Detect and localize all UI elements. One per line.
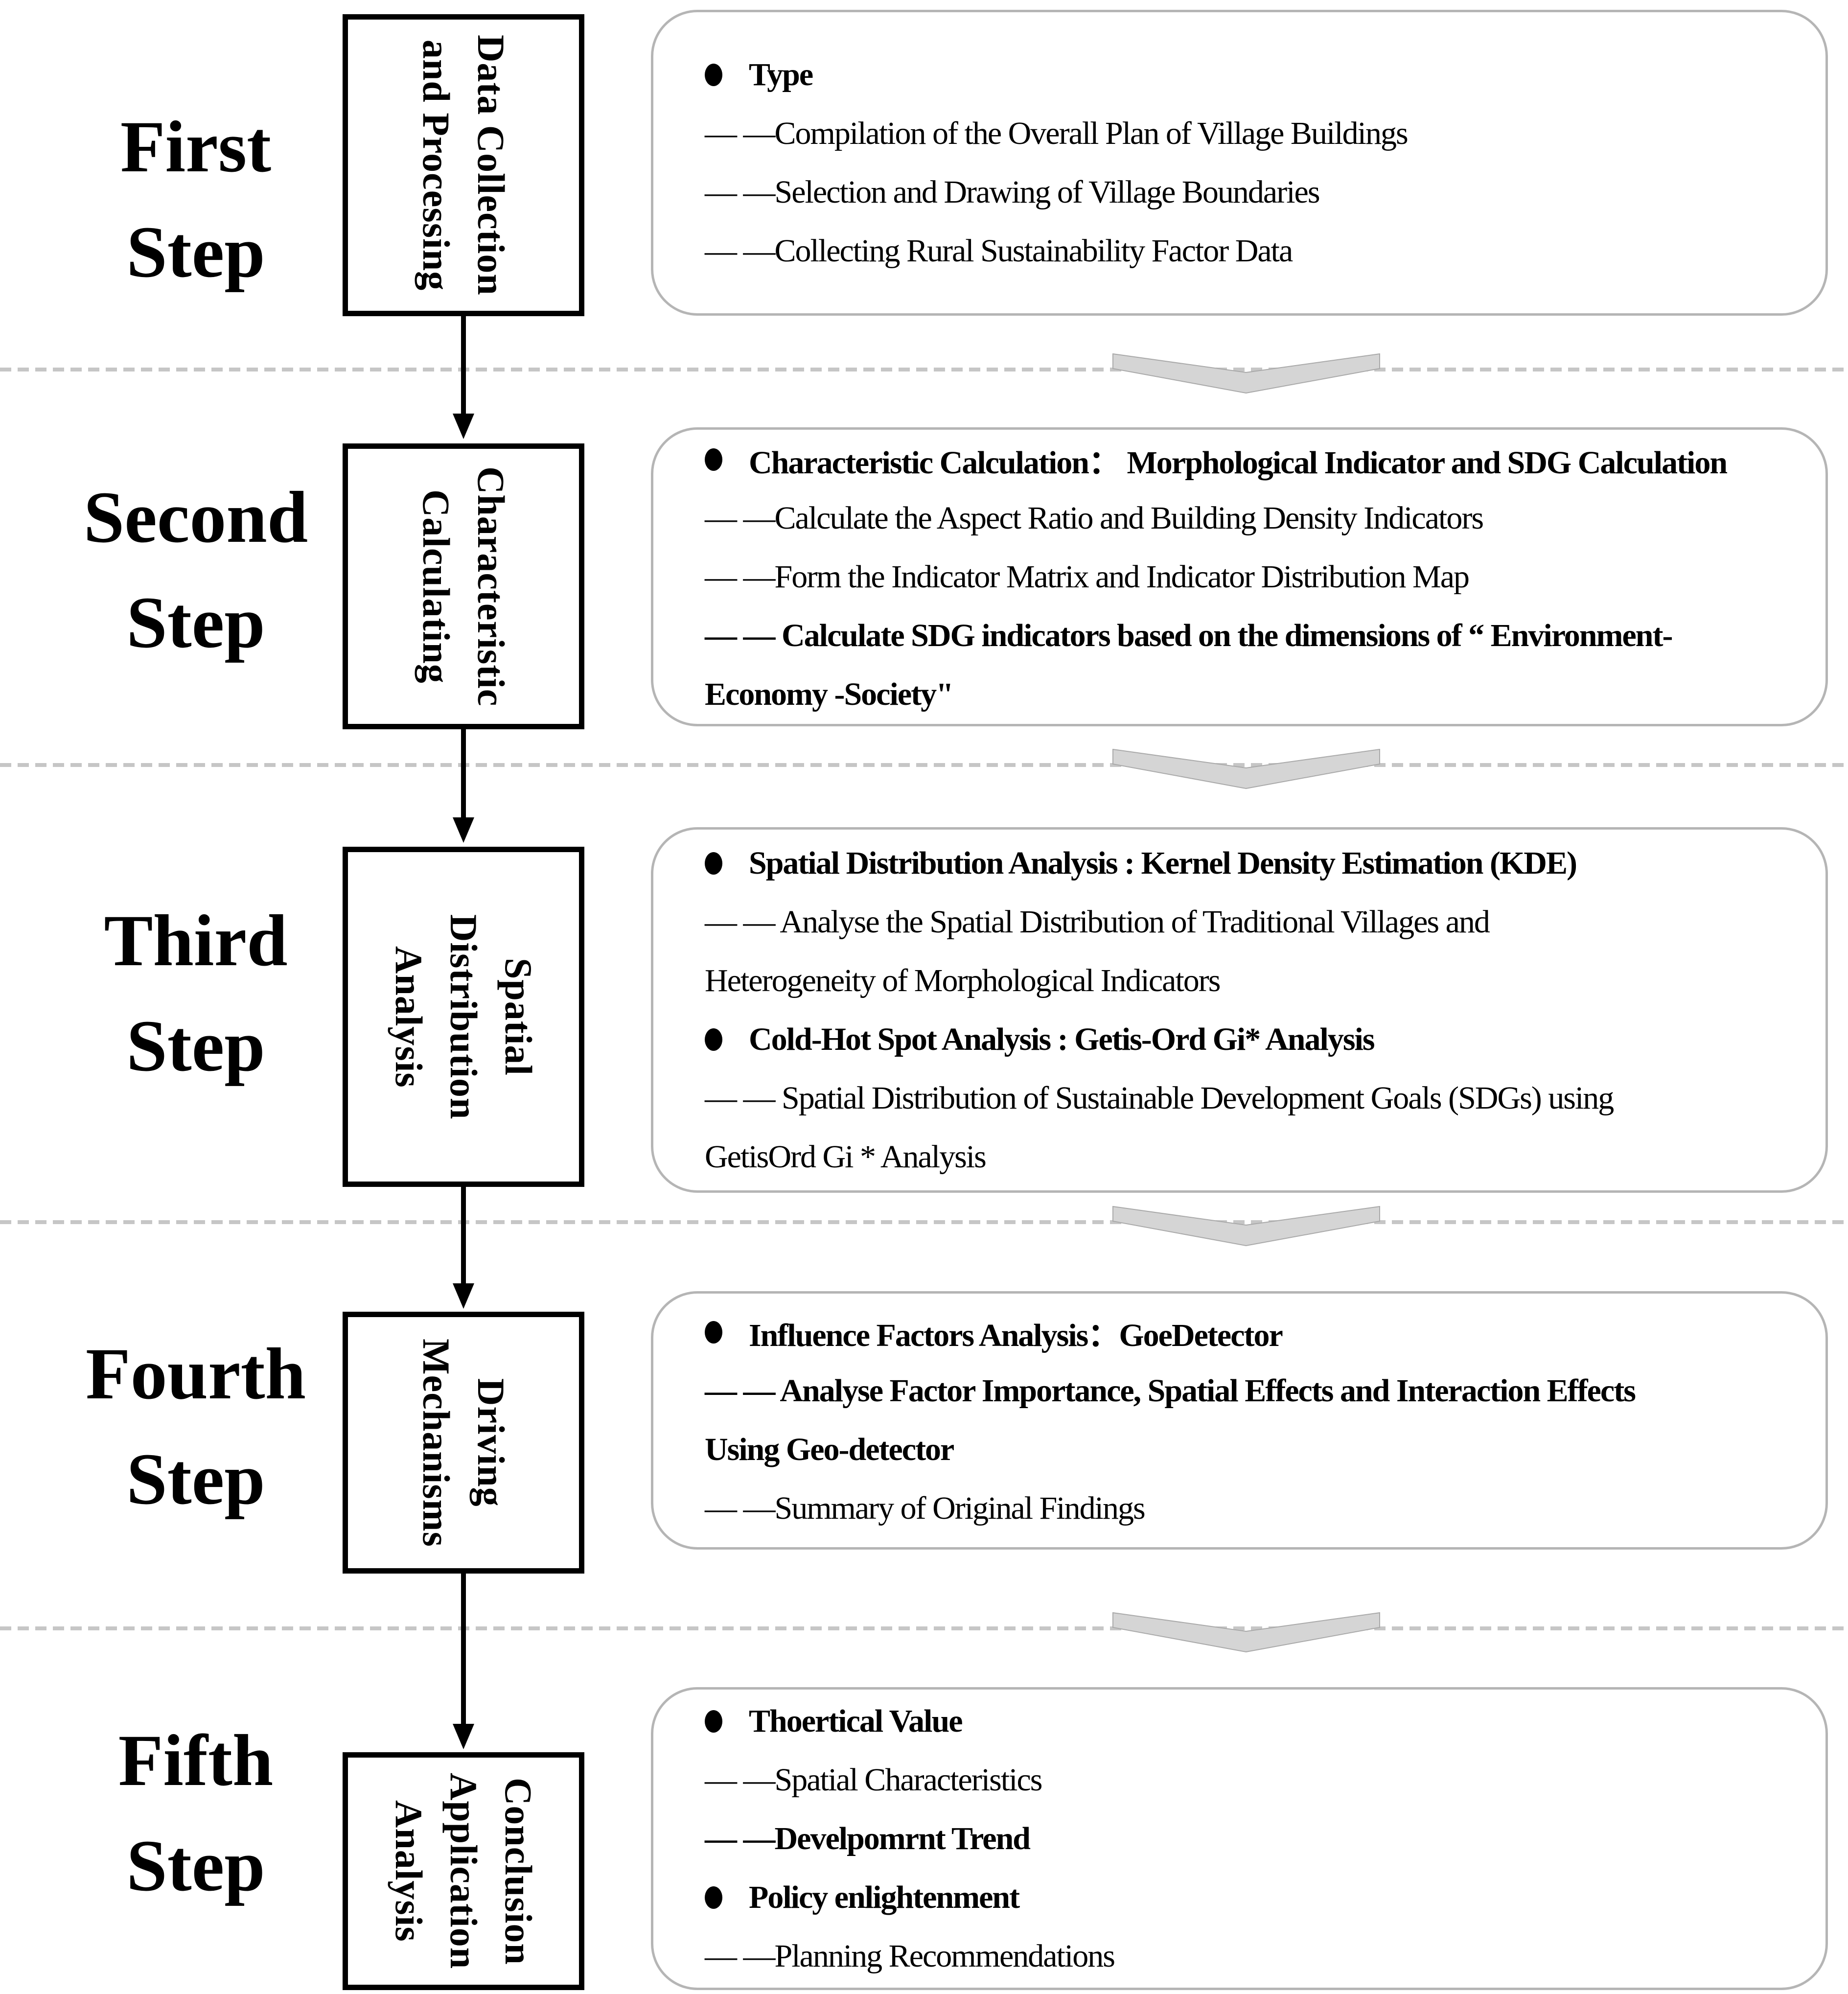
section-divider (0, 1626, 1848, 1630)
panel-line: — —Spatial Characteristics (705, 1762, 1042, 1798)
panel-line: Spatial Distribution Analysis : Kernel D… (705, 834, 1813, 893)
step-box-label: Conclusion Application Analysis (388, 1773, 540, 1970)
arrow-down-icon (453, 414, 474, 439)
flow-connector (461, 1187, 466, 1288)
detail-panel-step1: Type — —Compilation of the Overall Plan … (651, 10, 1828, 316)
panel-line: — —Form the Indicator Matrix and Indicat… (705, 558, 1470, 595)
step-box-driving-mechanisms: Driving Mechanisms (343, 1312, 584, 1574)
panel-line: — —Selection and Drawing of Village Boun… (705, 174, 1320, 210)
step-label-first: First Step (120, 106, 272, 293)
bullet-icon (705, 448, 722, 471)
panel-line: — —Collecting Rural Sustainability Facto… (705, 232, 1293, 269)
step-label-fifth: Fifth Step (118, 1720, 274, 1906)
panel-line: — — Analyse the Spatial Distribution of … (705, 904, 1490, 940)
step-label-second: Second Step (83, 477, 308, 663)
panel-line: — —Compilation of the Overall Plan of Vi… (705, 115, 1409, 151)
arrow-down-icon (453, 1724, 474, 1749)
panel-line: Using Geo-detector (705, 1432, 954, 1467)
arrow-down-icon (453, 817, 474, 843)
chevron-down-icon (1112, 353, 1380, 394)
panel-line: Economy -Society" (705, 676, 954, 712)
step-label-third: Third Step (104, 900, 288, 1087)
step-box-data-collection: Data Collection and Processing (343, 14, 584, 316)
step-box-spatial-distribution-analysis: Spatial Distribution Analysis (343, 847, 584, 1187)
panel-line: Thoertical Value (705, 1692, 1813, 1751)
step-box-conclusion-application-analysis: Conclusion Application Analysis (343, 1752, 584, 1990)
panel-line: — — Spatial Distribution of Sustainable … (705, 1080, 1614, 1116)
bullet-icon (705, 1321, 722, 1344)
arrow-down-icon (453, 1283, 474, 1309)
detail-panel-step5: Thoertical Value — —Spatial Characterist… (651, 1687, 1828, 1990)
bullet-icon (705, 63, 722, 86)
panel-line: — —Calculate the Aspect Ratio and Buildi… (705, 500, 1484, 536)
step-box-label: Characteristic Calculating (415, 466, 512, 707)
panel-line: Policy enlightenment (705, 1868, 1813, 1927)
detail-panel-step4: Influence Factors Analysis：GoeDetector —… (651, 1291, 1828, 1550)
panel-line: Heterogeneity of Morphological Indicator… (705, 962, 1221, 998)
flow-connector (461, 1574, 466, 1729)
flow-connector (461, 316, 466, 418)
panel-line: — — Analyse Factor Importance, Spatial E… (705, 1373, 1636, 1409)
flow-connector (461, 729, 466, 822)
bullet-icon (705, 1028, 722, 1051)
detail-panel-step2: Characteristic Calculation： Morphologica… (651, 427, 1828, 726)
step-box-label: Data Collection and Processing (415, 35, 512, 296)
step-box-label: Driving Mechanisms (415, 1338, 512, 1547)
section-divider (0, 1220, 1848, 1224)
panel-line: Characteristic Calculation： Morphologica… (705, 430, 1813, 489)
bullet-icon (705, 852, 722, 875)
panel-line: — —Develpomrnt Trend (705, 1820, 1031, 1856)
panel-line: — —Planning Recommendations (705, 1938, 1115, 1974)
step-label-fourth: Fourth Step (86, 1333, 306, 1520)
step-box-characteristic-calculating: Characteristic Calculating (343, 443, 584, 729)
section-divider (0, 763, 1848, 767)
chevron-down-icon (1112, 1612, 1380, 1652)
panel-line: — — Calculate SDG indicators based on th… (705, 617, 1673, 653)
panel-line: Type (705, 46, 1813, 104)
chevron-down-icon (1112, 749, 1380, 789)
bullet-icon (705, 1710, 722, 1733)
panel-line: Cold-Hot Spot Analysis : Getis-Ord Gi* A… (705, 1010, 1813, 1069)
chevron-down-icon (1112, 1206, 1380, 1246)
step-box-label: Spatial Distribution Analysis (388, 914, 540, 1120)
section-divider (0, 368, 1848, 371)
bullet-icon (705, 1886, 722, 1909)
panel-line: — —Summary of Original Findings (705, 1490, 1146, 1526)
detail-panel-step3: Spatial Distribution Analysis : Kernel D… (651, 827, 1828, 1193)
panel-line: Influence Factors Analysis：GoeDetector (705, 1303, 1813, 1362)
panel-line: GetisOrd Gi * Analysis (705, 1138, 987, 1175)
